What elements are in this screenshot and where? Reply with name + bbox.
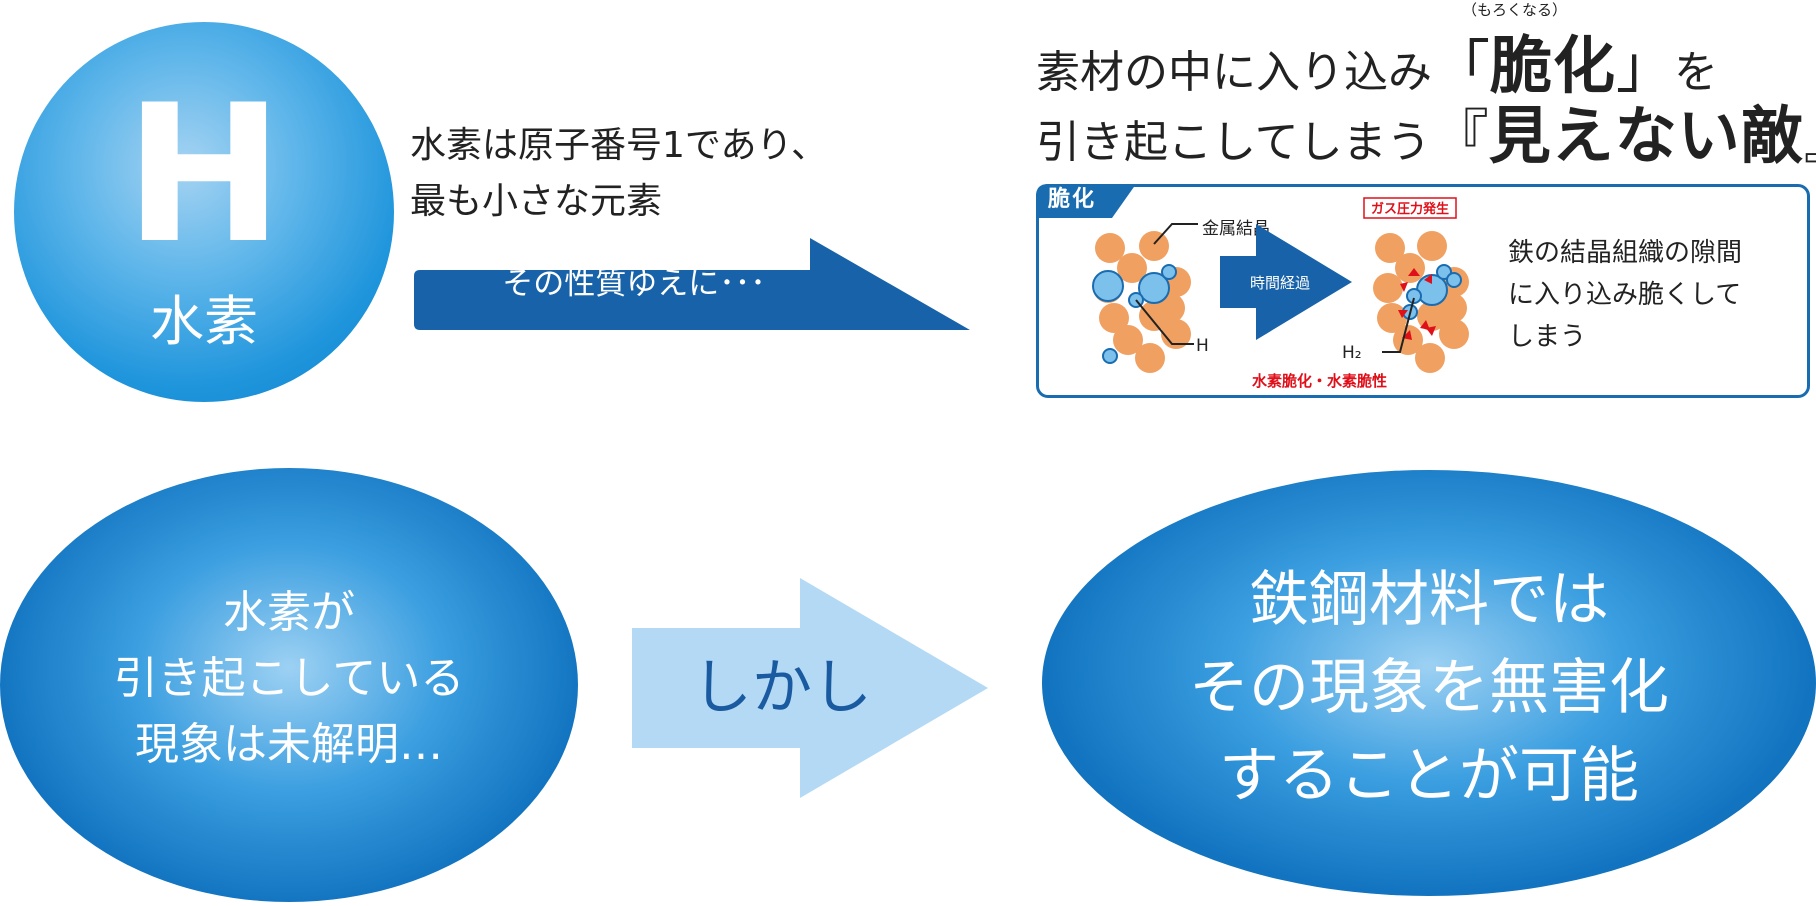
metal-crystal-right [1373, 231, 1469, 373]
gas-pressure-label: ガス圧力発生 [1371, 201, 1449, 217]
ruby-reading: （もろくなる） [1462, 1, 1568, 19]
hydrogen-label: 水素 [150, 290, 258, 353]
headline-1-pre: 素材の中に入り込み [1036, 47, 1432, 98]
gas-pressure-box [1363, 197, 1457, 219]
bracket-close: 」 [1616, 33, 1675, 101]
bracket-open: 「 [1432, 33, 1491, 101]
embrittlement-caption: 水素脆化・水素脆性 [1252, 372, 1387, 390]
harmless-text: 鉄鋼材料では その現象を無害化 することが可能 [1189, 565, 1669, 811]
double-bracket-open: 『 [1430, 103, 1489, 171]
h2-label: H₂ [1342, 343, 1362, 363]
harmless-ellipse [1042, 470, 1816, 896]
unknown-phenomenon-text: 水素が 引き起こしている 現象は未解明… [113, 587, 465, 770]
double-bracket-close: 』 [1804, 103, 1816, 171]
embrittlement-diagram: 金属結晶 H 時間経過 ガス圧力発生 H₂ [1092, 197, 1469, 390]
metal-crystal-label: 金属結晶 [1202, 219, 1270, 239]
property-arrow-label: その性質ゆえに･･･ [502, 266, 766, 302]
headline-line-1: 素材の中に入り込み「脆化」を [1036, 34, 1718, 105]
however-label: しかし [692, 653, 872, 723]
headline-line-2: 引き起こしてしまう『見えない敵』 [1036, 104, 1816, 175]
property-arrow [414, 238, 970, 330]
embrittlement-tab [1036, 184, 1136, 218]
time-arrow [1220, 224, 1352, 340]
unknown-phenomenon-ellipse [0, 468, 578, 902]
headline-2-pre: 引き起こしてしまう [1036, 117, 1431, 168]
embrittlement-tab-label: 脆化 [1048, 187, 1097, 212]
embrittlement-word: 脆化 [1490, 29, 1617, 102]
h-label: H [1196, 336, 1209, 356]
headline-1-post: を [1674, 47, 1719, 98]
hydrogen-symbol: H [124, 64, 284, 285]
embrittlement-description: 鉄の結晶組織の隙間 に入り込み脆くして しまう [1508, 238, 1743, 352]
metal-crystal-left [1092, 223, 1198, 373]
intro-text: 水素は原子番号1であり、 最も小さな元素 [410, 125, 828, 222]
invisible-enemy-word: 見えない敵 [1488, 99, 1804, 172]
time-label: 時間経過 [1250, 274, 1310, 292]
however-arrow [632, 578, 988, 798]
hydrogen-circle: H 水素 [14, 22, 394, 402]
